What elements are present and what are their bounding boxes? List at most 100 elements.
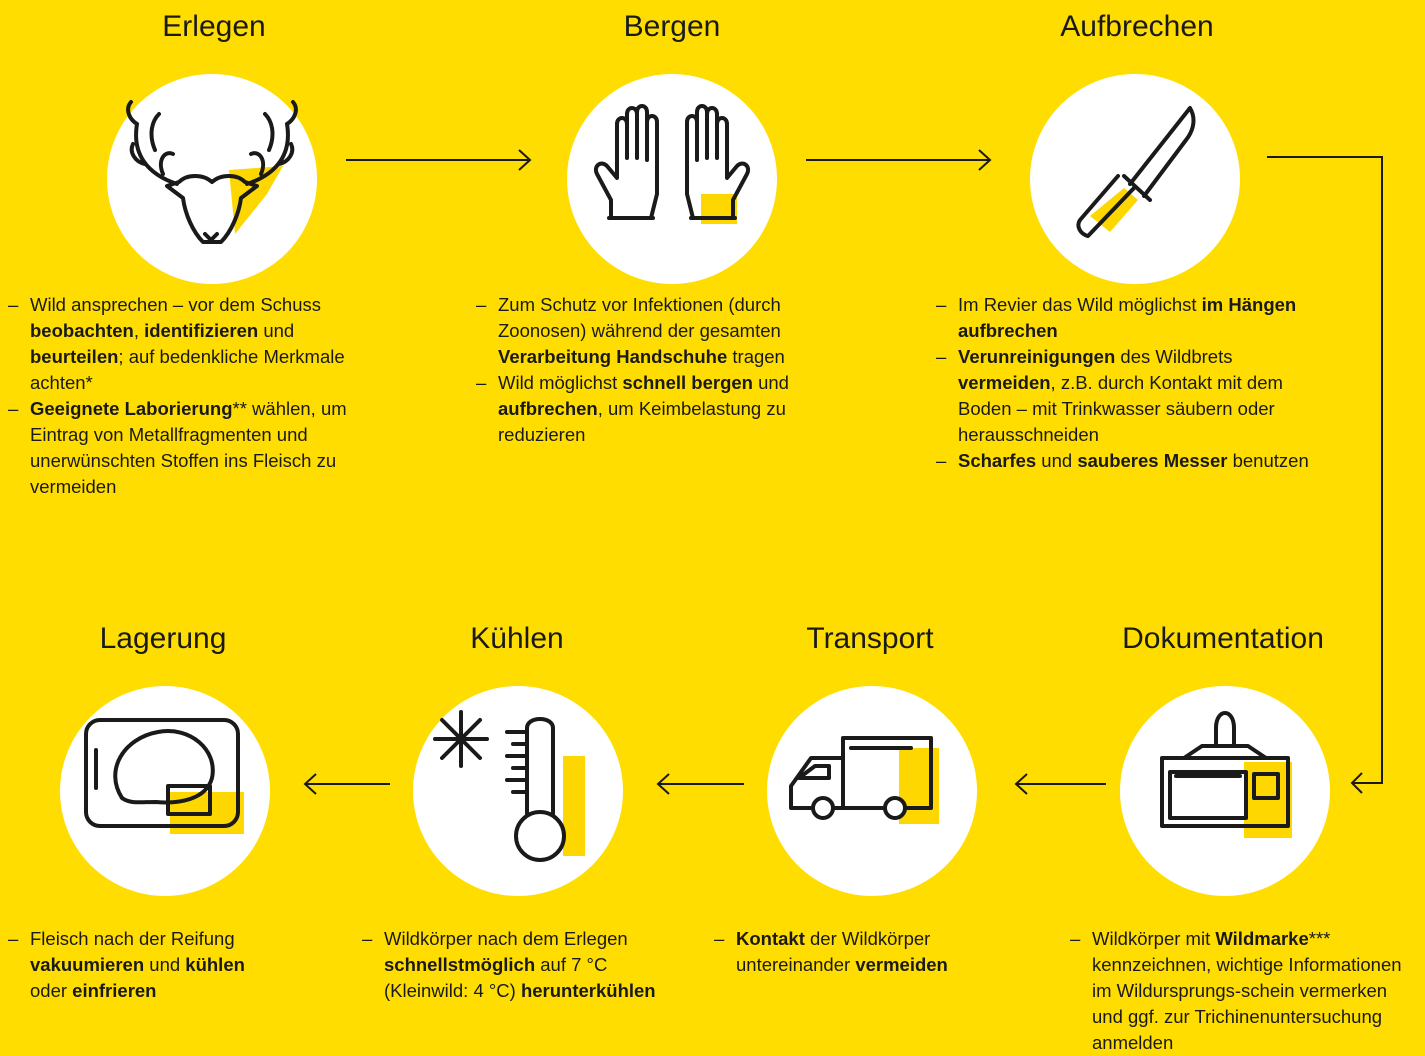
step-circle-bergen [567, 74, 777, 284]
bullet-item: –Zum Schutz vor Infektionen (durch Zoono… [476, 292, 856, 370]
tag-label-icon [1160, 711, 1292, 838]
bullet-item: –Im Revier das Wild möglichst im Hängen … [936, 292, 1331, 344]
step-circle-dokumentation [1120, 686, 1330, 896]
bold-text: vermeiden [855, 954, 948, 975]
bold-text: schnellstmöglich [384, 954, 536, 975]
bold-text: Kontakt [736, 928, 805, 949]
step-title-transport: Transport [806, 622, 934, 655]
thermometer-snowflake-icon [433, 710, 585, 862]
bullet-dash: – [8, 928, 19, 949]
bullet-dash: – [714, 928, 725, 949]
gloves-icon [594, 104, 750, 224]
text: Wildkörper mit [1092, 928, 1216, 949]
step-title-erlegen: Erlegen [162, 10, 266, 43]
step-circle-lagerung [60, 686, 270, 896]
bold-text: vakuumieren [30, 954, 145, 975]
bold-text: aufbrechen [498, 398, 598, 419]
vacuum-pack-icon [84, 718, 244, 834]
arrow-bergen-to-aufbrechen [806, 149, 992, 171]
bullet-item: –Wildkörper mit Wildmarke*** kennzeichne… [1070, 926, 1420, 1056]
bullet-dash: – [1070, 928, 1081, 949]
text: Im Revier das Wild möglichst [958, 294, 1202, 315]
bold-text: kühlen [185, 954, 245, 975]
step-circle-transport [767, 686, 977, 896]
bold-text: sauberes Messer [1077, 450, 1228, 471]
text: der Wildkörper untereinander [736, 928, 931, 975]
text: auf 7 °C (Kleinwild: 4 °C) [384, 954, 608, 1001]
text: Fleisch nach der Reifung [30, 928, 235, 949]
text: des Wildbrets [1115, 346, 1233, 367]
bold-text: im Hängen aufbrechen [958, 294, 1297, 341]
step-desc-dokumentation: –Wildkörper mit Wildmarke*** kennzeichne… [1070, 926, 1420, 1056]
arrow-kuehlen-to-lagerung [303, 773, 390, 795]
text: und [1036, 450, 1078, 471]
bullet-item: –Wild ansprechen – vor dem Schuss beobac… [8, 292, 388, 396]
bold-text: Wildmarke [1215, 928, 1309, 949]
bold-text: herunterkühlen [520, 980, 656, 1001]
step-title-bergen: Bergen [623, 10, 721, 43]
step-desc-transport: –Kontakt der Wildkörper untereinander ve… [714, 926, 1004, 978]
bold-text: beobachten [30, 320, 134, 341]
text: , z.B. durch Kontakt mit dem Boden – mit… [958, 372, 1283, 445]
bold-text: beurteilen [30, 346, 119, 367]
text: Zum Schutz vor Infektionen (durch Zoonos… [498, 294, 781, 341]
text: oder [30, 980, 73, 1001]
step-desc-kuehlen: –Wildkörper nach dem Erlegen schnellstmö… [362, 926, 672, 1004]
bullet-dash: – [936, 450, 947, 471]
deer-head-icon [126, 100, 298, 244]
text: , um Keimbelastung zu reduzieren [498, 398, 786, 445]
bullet-dash: – [936, 294, 947, 315]
text: , [133, 320, 145, 341]
step-desc-aufbrechen: –Im Revier das Wild möglichst im Hängen … [936, 292, 1331, 474]
step-desc-lagerung: –Fleisch nach der Reifung vakuumieren un… [8, 926, 278, 1004]
step-desc-erlegen: –Wild ansprechen – vor dem Schuss beobac… [8, 292, 388, 500]
truck-icon [789, 736, 939, 824]
bullet-dash: – [936, 346, 947, 367]
step-desc-bergen: –Zum Schutz vor Infektionen (durch Zoono… [476, 292, 856, 448]
bold-text: Geeignete Laborierung [30, 398, 233, 419]
arrow-aufbrechen-to-dokumentation [1267, 156, 1383, 794]
bullet-dash: – [476, 372, 487, 393]
step-title-dokumentation: Dokumentation [1122, 622, 1324, 655]
step-circle-aufbrechen [1030, 74, 1240, 284]
step-circle-kuehlen [413, 686, 623, 896]
text: Wild möglichst [498, 372, 623, 393]
text: ** wählen, um Eintrag von Metallfragment… [30, 398, 347, 497]
bold-text: schnell bergen [622, 372, 753, 393]
text: und [752, 372, 789, 393]
arrow-dokumentation-to-transport [1014, 773, 1106, 795]
bullet-item: –Verunreinigungen des Wildbrets vermeide… [936, 344, 1331, 448]
bold-text: einfrieren [72, 980, 157, 1001]
bold-text: vermeiden [958, 372, 1051, 393]
knife-icon [1076, 106, 1196, 238]
text: Wild ansprechen – vor dem Schuss [30, 294, 321, 315]
bold-text: Verunreinigungen [958, 346, 1116, 367]
bullet-dash: – [8, 398, 19, 419]
arrow-transport-to-kuehlen [656, 773, 744, 795]
text: benutzen [1227, 450, 1309, 471]
text: und [258, 320, 295, 341]
text: ; auf bedenkliche Merkmale achten* [30, 346, 345, 393]
bullet-item: –Geeignete Laborierung** wählen, um Eint… [8, 396, 388, 500]
bullet-dash: – [362, 928, 373, 949]
step-circle-erlegen [107, 74, 317, 284]
text: tragen [727, 346, 785, 367]
bullet-item: –Scharfes und sauberes Messer benutzen [936, 448, 1331, 474]
bullet-dash: – [476, 294, 487, 315]
bold-text: identifizieren [144, 320, 259, 341]
bullet-dash: – [8, 294, 19, 315]
bold-text: Verarbeitung Handschuhe [498, 346, 728, 367]
text: *** kennzeichnen, wichtige Informationen… [1092, 928, 1402, 1053]
bullet-item: –Kontakt der Wildkörper untereinander ve… [714, 926, 1004, 978]
bullet-item: –Wild möglichst schnell bergen und aufbr… [476, 370, 856, 448]
step-title-lagerung: Lagerung [99, 622, 227, 655]
bullet-item: –Fleisch nach der Reifung vakuumieren un… [8, 926, 278, 1004]
text: Wildkörper nach dem Erlegen [384, 928, 628, 949]
step-title-kuehlen: Kühlen [470, 622, 564, 655]
step-title-aufbrechen: Aufbrechen [1060, 10, 1214, 43]
bullet-item: –Wildkörper nach dem Erlegen schnellstmö… [362, 926, 672, 1004]
bold-text: Scharfes [958, 450, 1037, 471]
arrow-erlegen-to-bergen [346, 149, 532, 171]
text: und [144, 954, 186, 975]
